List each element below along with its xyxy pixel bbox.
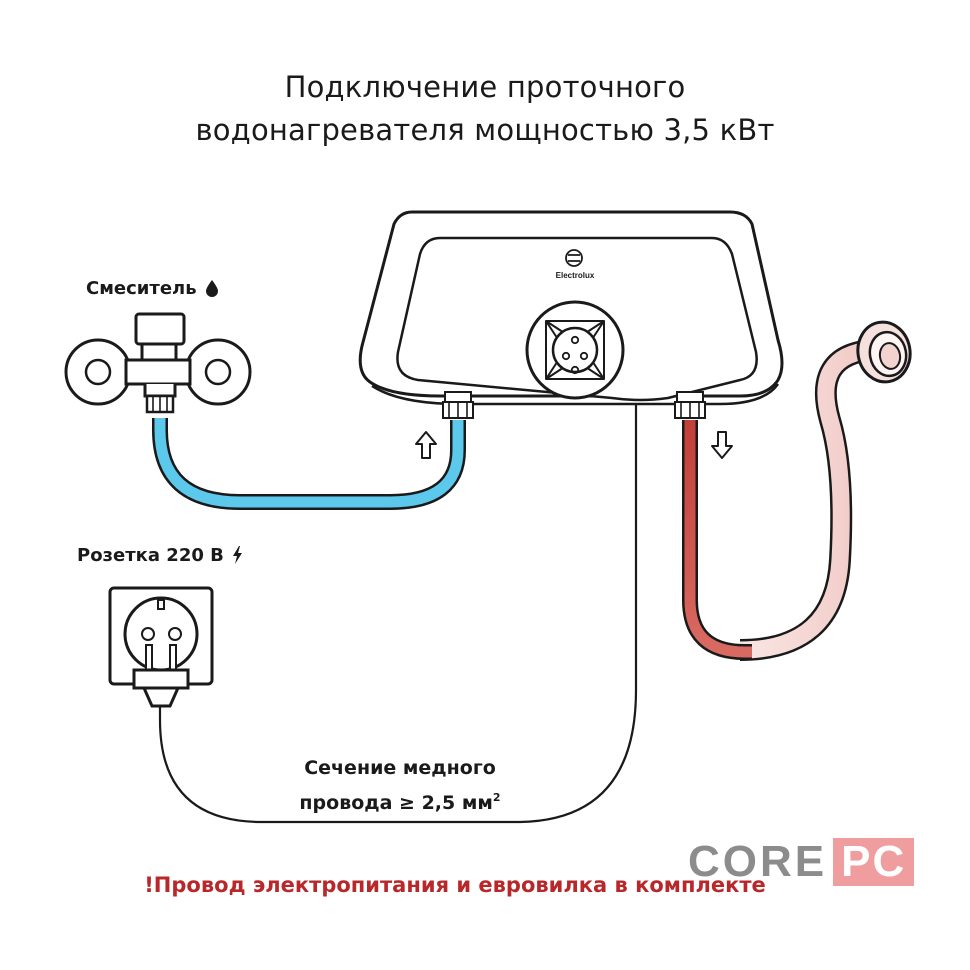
wire-caption: Сечение медного провода ≥ 2,5 мм2 [210, 754, 590, 818]
title-line-1: Подключение проточного [284, 70, 686, 104]
electrolux-logo-icon [565, 249, 583, 267]
lightning-icon [232, 546, 242, 564]
title-line-2: водонагревателя мощностью 3,5 кВт [195, 113, 775, 147]
mixer-faucet [64, 312, 252, 414]
watermark-pc: PC [833, 838, 915, 886]
power-plug [132, 644, 190, 708]
water-drop-icon [205, 280, 218, 297]
socket-label: Розетка 220 В [77, 545, 243, 566]
mixer-label: Смеситель [86, 278, 219, 299]
arrow-up-icon [415, 431, 437, 459]
hot-water-hose [682, 420, 752, 660]
power-cable [158, 405, 638, 824]
wire-caption-line-2: провода ≥ 2,5 мм2 [210, 783, 590, 818]
control-knob [525, 300, 625, 400]
water-heater [358, 210, 784, 406]
shower-hose [739, 339, 874, 661]
mixer-label-text: Смеситель [86, 278, 197, 299]
cold-water-hose [152, 418, 466, 510]
power-socket [108, 586, 214, 686]
kit-note: !Провод электропитания и евровилка в ком… [144, 873, 766, 897]
outlet-fitting [674, 391, 706, 419]
wire-caption-line-2-text: провода ≥ 2,5 мм [299, 792, 493, 814]
wire-caption-unit-sup: 2 [492, 791, 501, 804]
watermark-core: CORE [688, 837, 828, 886]
socket-label-text: Розетка 220 В [77, 545, 224, 566]
inlet-fitting [442, 391, 474, 419]
wire-caption-line-1: Сечение медного [304, 757, 496, 779]
arrow-down-icon [711, 431, 733, 459]
shower-head [856, 320, 912, 384]
heater-brand-text: Electrolux [555, 271, 595, 280]
